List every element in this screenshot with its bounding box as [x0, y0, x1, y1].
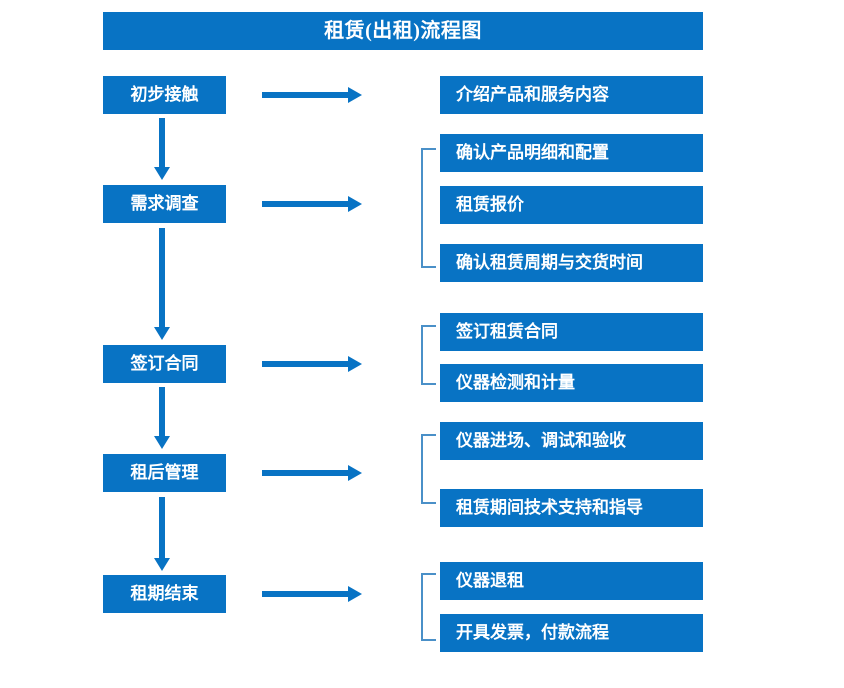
arrow-down-3 [153, 387, 171, 449]
arrow-right-4 [262, 464, 362, 482]
page-title: 租赁(出租)流程图 [103, 12, 703, 50]
detail-box-2[interactable]: 确认产品明细和配置 [440, 134, 703, 172]
arrow-down-4 [153, 497, 171, 571]
arrow-right-5 [262, 585, 362, 603]
stage-box-3[interactable]: 签订合同 [103, 345, 226, 383]
detail-box-1[interactable]: 介绍产品和服务内容 [440, 76, 703, 114]
group-bracket-1 [420, 148, 436, 268]
stage-box-1[interactable]: 初步接触 [103, 76, 226, 114]
detail-box-7[interactable]: 仪器进场、调试和验收 [440, 422, 703, 460]
arrow-right-2 [262, 195, 362, 213]
detail-box-8[interactable]: 租赁期间技术支持和指导 [440, 489, 703, 527]
stage-box-4[interactable]: 租后管理 [103, 454, 226, 492]
arrow-down-1 [153, 118, 171, 180]
group-bracket-4 [420, 573, 436, 641]
group-bracket-3 [420, 434, 436, 504]
arrow-right-1 [262, 86, 362, 104]
stage-box-2[interactable]: 需求调查 [103, 185, 226, 223]
arrow-right-3 [262, 355, 362, 373]
detail-box-10[interactable]: 开具发票，付款流程 [440, 614, 703, 652]
stage-box-5[interactable]: 租期结束 [103, 575, 226, 613]
group-bracket-2 [420, 325, 436, 385]
detail-box-4[interactable]: 确认租赁周期与交货时间 [440, 244, 703, 282]
detail-box-6[interactable]: 仪器检测和计量 [440, 364, 703, 402]
detail-box-3[interactable]: 租赁报价 [440, 186, 703, 224]
arrow-down-2 [153, 228, 171, 340]
detail-box-5[interactable]: 签订租赁合同 [440, 313, 703, 351]
detail-box-9[interactable]: 仪器退租 [440, 562, 703, 600]
